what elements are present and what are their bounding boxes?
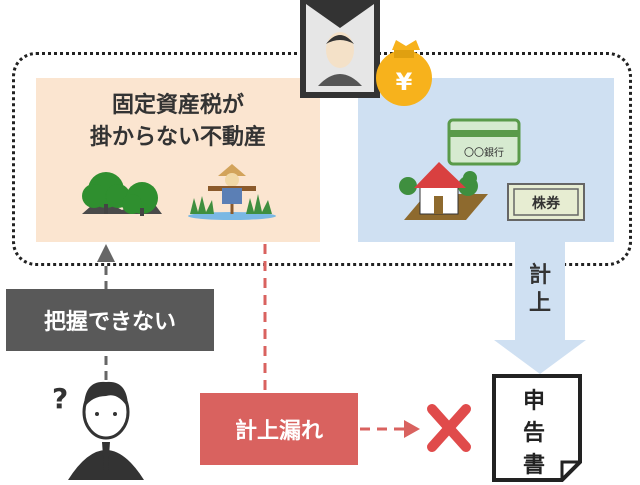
scarecrow-field-icon [188,164,276,220]
bank-card-icon: 〇〇銀行 [447,118,521,166]
question-mark: ? [52,382,68,415]
omission-label: 計上漏れ [200,393,358,465]
non-taxed-property-title: 固定資産税が 掛からない不動産 [36,90,320,154]
house-icon [399,162,488,220]
document-char-3: 書 [522,453,545,478]
document-icon [492,374,582,482]
recording-arrow-head [494,340,586,374]
yen-symbol: ¥ [396,68,413,96]
recording-arrow-label: 計 上 [515,262,565,318]
right-arrow-head [404,420,420,438]
bank-card-label: 〇〇銀行 [464,146,504,159]
up-arrow-head [97,244,115,262]
title-line-1: 固定資産税が [111,93,244,118]
recording-arrow-shaft [515,242,565,342]
document-char-2: 告 [522,421,545,446]
stock-certificate-label: 株券 [532,195,561,212]
arrow-label-line-2: 上 [528,291,551,316]
title-line-2: 掛からない不動産 [89,125,266,150]
deceased-portrait-icon [300,0,380,98]
confused-man-icon: ? [52,381,144,480]
trees-icon [82,172,162,216]
tax-return-document-label: 申 告 書 [500,386,568,482]
cannot-grasp-label: 把握できない [6,289,214,351]
arrow-label-line-1: 計 [528,263,551,288]
stock-certificate-icon: 株券 [507,183,585,221]
cross-icon [427,404,471,452]
money-bag-icon: ¥ [376,40,432,106]
document-char-1: 申 [522,389,545,414]
